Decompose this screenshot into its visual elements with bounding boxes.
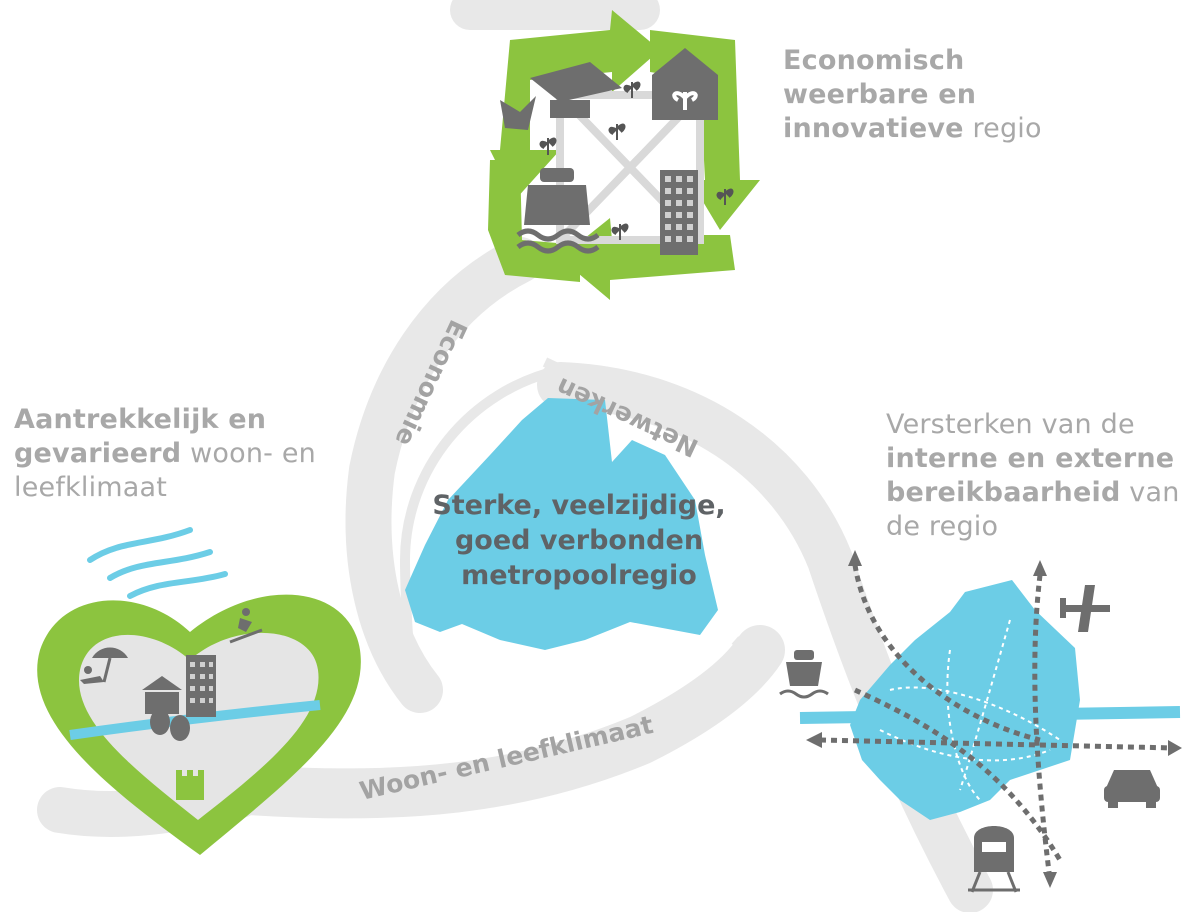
econ-label: Economisch weerbare en innovatieve regio: [783, 44, 1113, 146]
center-cycle-arrows: [391, 357, 760, 698]
sky-wave-icon: [87, 527, 228, 599]
bereik-label-pre: Versterken van de: [886, 409, 1135, 440]
car-icon: [1104, 770, 1160, 808]
theatre-masks-icon: [150, 709, 190, 741]
internal-routes: [879, 619, 1061, 801]
graduation-cap-icon: [500, 62, 622, 130]
bereik-label-post: van de regio: [886, 477, 1180, 542]
train-icon: [968, 826, 1020, 893]
office-tower-icon: [660, 170, 698, 255]
apartment-icon: [186, 655, 216, 717]
economie-band: [345, 237, 543, 713]
beach-icon: [80, 647, 128, 684]
central-region-shape: [405, 398, 718, 650]
external-routes: [819, 564, 1176, 881]
ferry-icon: [779, 650, 829, 699]
wonen-band: [225, 625, 785, 819]
route-arrowheads: [806, 550, 1182, 888]
reach-region-shape: [850, 580, 1080, 820]
center-title: Sterke, veelzijdige, goed verbonden metr…: [432, 490, 726, 591]
castle-icon: [176, 770, 204, 800]
wonen-label: Aantrekkelijk en gevarieerd woon- en lee…: [14, 403, 344, 505]
greenhouse-icon: [652, 48, 718, 120]
econ-label-bold: Economisch weerbare en innovatieve: [783, 45, 977, 144]
museum-icon: [142, 676, 182, 714]
recycle-arrows-icon: [488, 10, 760, 300]
wonen-label-bold: Aantrekkelijk en gevarieerd: [14, 404, 267, 469]
ship-icon: [516, 168, 600, 254]
bereik-label-bold: interne en externe bereikbaarheid: [886, 443, 1175, 508]
skier-icon: [229, 608, 263, 644]
plane-icon: [1060, 585, 1110, 632]
bereik-label: Versterken van de interne en externe ber…: [886, 408, 1183, 544]
reach-water: [799, 706, 1181, 724]
sprout-icon: [539, 81, 734, 240]
wonen-label-normal: woon- en leefklimaat: [14, 438, 316, 503]
econ-label-normal: regio: [972, 113, 1042, 144]
